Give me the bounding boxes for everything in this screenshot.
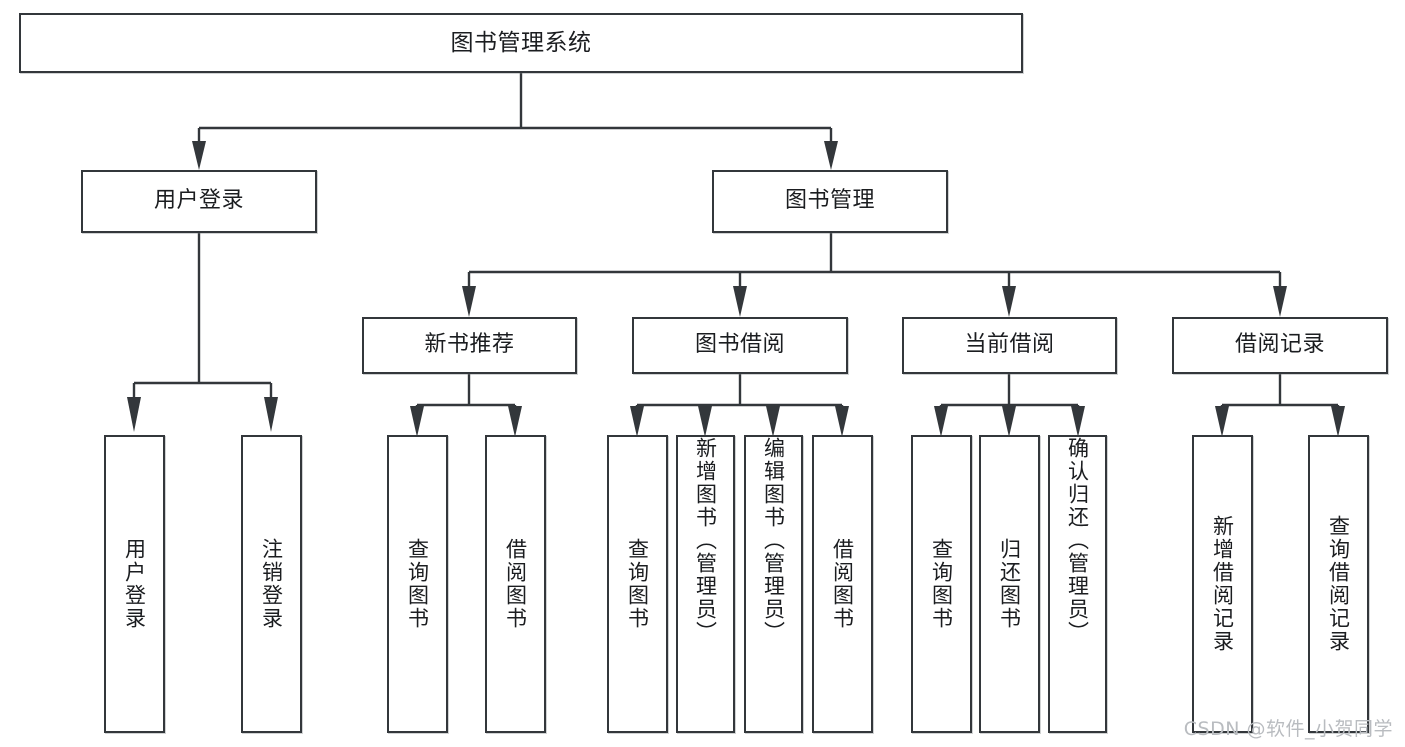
arrowhead-user-login bbox=[192, 141, 206, 170]
csdn-watermark: CSDN @软件_小贺同学 bbox=[1183, 718, 1393, 740]
leaf-user-login-login[interactable]: 用户登录 bbox=[104, 435, 165, 733]
node-label: 当前借阅 bbox=[964, 332, 1055, 358]
node-label: 查询图书 bbox=[405, 538, 430, 630]
node-label: 新书推荐 bbox=[424, 332, 515, 358]
node-root-book-management-system[interactable]: 图书管理系统 bbox=[19, 13, 1023, 73]
leaf-user-login-logout[interactable]: 注销登录 bbox=[241, 435, 302, 733]
arrowhead-bb-leaf-4 bbox=[835, 406, 849, 437]
arrowhead-book-borrow bbox=[733, 286, 747, 317]
arrowhead-current-borrow bbox=[1002, 286, 1016, 317]
arrowhead-leaf-logout bbox=[264, 397, 278, 432]
node-label: 用户登录 bbox=[153, 188, 244, 214]
leaf-book-borrow-edit-book-admin[interactable]: 编辑图书（管理员） bbox=[744, 435, 803, 733]
arrowhead-bb-leaf-1 bbox=[630, 406, 644, 437]
node-label: 新增图书（管理员） bbox=[693, 437, 718, 644]
leaf-borrow-record-query-record[interactable]: 查询借阅记录 bbox=[1308, 435, 1369, 733]
node-label: 确认归还（管理员） bbox=[1065, 437, 1090, 644]
node-label: 图书管理系统 bbox=[450, 29, 592, 56]
node-label: 新增借阅记录 bbox=[1210, 515, 1235, 653]
node-book-management[interactable]: 图书管理 bbox=[712, 170, 948, 233]
node-label: 归还图书 bbox=[997, 538, 1022, 630]
node-borrow-record[interactable]: 借阅记录 bbox=[1172, 317, 1388, 374]
node-label: 借阅记录 bbox=[1234, 332, 1325, 358]
node-label: 编辑图书（管理员） bbox=[761, 437, 786, 644]
arrowhead-cb-leaf-1 bbox=[934, 406, 948, 437]
node-label: 用户登录 bbox=[122, 538, 147, 630]
node-label: 查询图书 bbox=[625, 538, 650, 630]
leaf-borrow-record-add-record[interactable]: 新增借阅记录 bbox=[1192, 435, 1253, 733]
leaf-current-borrow-return-book[interactable]: 归还图书 bbox=[979, 435, 1040, 733]
leaf-book-borrow-borrow-book[interactable]: 借阅图书 bbox=[812, 435, 873, 733]
node-label: 查询借阅记录 bbox=[1326, 515, 1351, 653]
arrowhead-book-mgmt bbox=[824, 141, 838, 170]
leaf-book-borrow-add-book-admin[interactable]: 新增图书（管理员） bbox=[676, 435, 735, 733]
arrowhead-nbr-leaf-1 bbox=[410, 406, 424, 437]
leaf-current-borrow-confirm-return-admin[interactable]: 确认归还（管理员） bbox=[1048, 435, 1107, 733]
leaf-book-borrow-query-book[interactable]: 查询图书 bbox=[607, 435, 668, 733]
node-label: 借阅图书 bbox=[503, 538, 528, 630]
arrowhead-cb-leaf-2 bbox=[1002, 406, 1016, 437]
arrowhead-bb-leaf-2 bbox=[698, 406, 712, 437]
node-new-book-recommend[interactable]: 新书推荐 bbox=[362, 317, 577, 374]
arrowhead-br-leaf-1 bbox=[1215, 406, 1229, 437]
leaf-new-book-borrow-book[interactable]: 借阅图书 bbox=[485, 435, 546, 733]
arrowhead-br-leaf-2 bbox=[1331, 406, 1345, 437]
leaf-current-borrow-query-book[interactable]: 查询图书 bbox=[911, 435, 972, 733]
arrowhead-new-book-recommend bbox=[462, 286, 476, 317]
leaf-new-book-query-book[interactable]: 查询图书 bbox=[387, 435, 448, 733]
node-label: 图书借阅 bbox=[694, 332, 785, 358]
arrowhead-cb-leaf-3 bbox=[1071, 406, 1085, 437]
arrowhead-borrow-record bbox=[1273, 286, 1287, 317]
node-book-borrow[interactable]: 图书借阅 bbox=[632, 317, 848, 374]
node-label: 图书管理 bbox=[784, 188, 875, 214]
arrowhead-leaf-user-login bbox=[127, 397, 141, 432]
node-label: 查询图书 bbox=[929, 538, 954, 630]
node-current-borrow[interactable]: 当前借阅 bbox=[902, 317, 1117, 374]
node-user-login[interactable]: 用户登录 bbox=[81, 170, 317, 233]
node-label: 借阅图书 bbox=[830, 538, 855, 630]
node-label: 注销登录 bbox=[259, 538, 284, 630]
arrowhead-bb-leaf-3 bbox=[766, 406, 780, 437]
arrowhead-nbr-leaf-2 bbox=[508, 406, 522, 437]
